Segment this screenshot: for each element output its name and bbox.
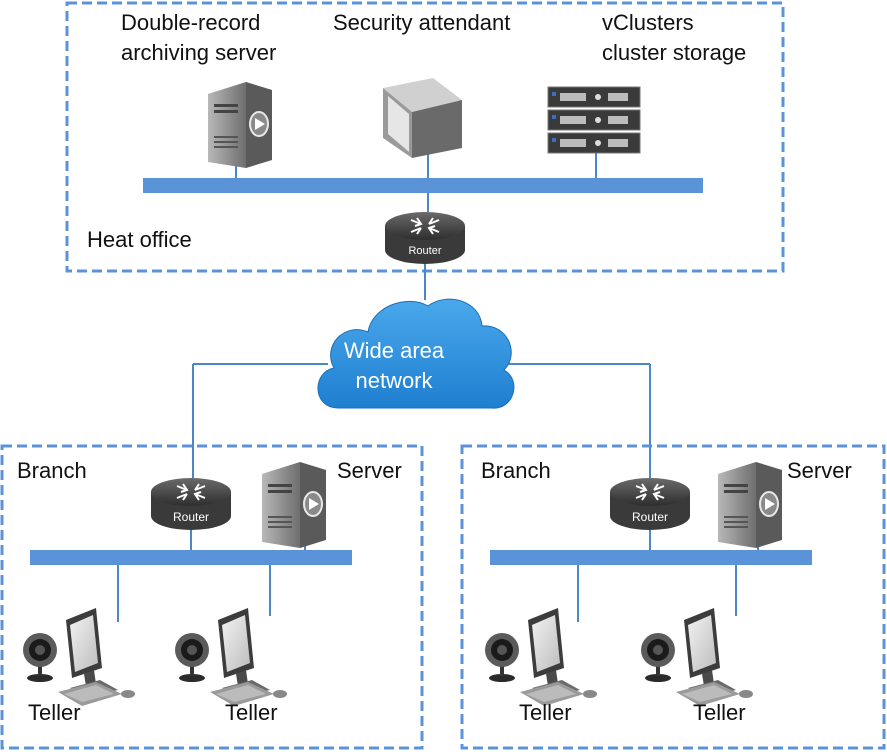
branch-left-bus [30, 550, 352, 565]
cluster-storage-label-line2: cluster storage [602, 40, 747, 65]
head-office-bus [143, 178, 703, 193]
security-attendant-monitor-icon [383, 78, 462, 158]
branch-left-boundary [0, 444, 424, 750]
branch-left-router-label: Router [173, 510, 209, 524]
archiving-server-label-line1: Double-record [121, 10, 261, 35]
branch-right-label: Branch [481, 458, 551, 483]
branch-right-boundary [460, 444, 886, 750]
branch-left-server-label: Server [337, 458, 402, 483]
branch-left-teller1-label: Teller [28, 700, 81, 725]
branch-right-teller2-label: Teller [693, 700, 746, 725]
branch-left-teller2-label: Teller [225, 700, 278, 725]
wan-label-line1: Wide area [343, 338, 445, 363]
branch-right-router-label: Router [632, 510, 668, 524]
branch-right-server-label: Server [787, 458, 852, 483]
cluster-storage-label-line1: vClusters [602, 10, 694, 35]
archiving-server-icon [207, 81, 273, 169]
branch-left-server-icon [261, 461, 327, 549]
branch-right-teller2-workstation-icon [641, 608, 753, 706]
head-office-router-label: Router [408, 245, 441, 257]
branch-right-server-icon [717, 461, 783, 549]
branch-right-teller1-label: Teller [519, 700, 572, 725]
branch-left-teller1-workstation-icon [23, 608, 135, 706]
wan-cloud-icon [317, 298, 515, 409]
head-office-label: Heat office [87, 227, 192, 252]
wan-label-line2: network [355, 368, 433, 393]
branch-left-label: Branch [17, 458, 87, 483]
archiving-server-label-line2: archiving server [121, 40, 277, 65]
branch-left-teller2-workstation-icon [175, 608, 287, 706]
branch-right-bus [490, 550, 812, 565]
branch-right-teller1-workstation-icon [485, 608, 597, 706]
cluster-storage-icon [547, 86, 641, 154]
security-attendant-label: Security attendant [333, 10, 511, 35]
